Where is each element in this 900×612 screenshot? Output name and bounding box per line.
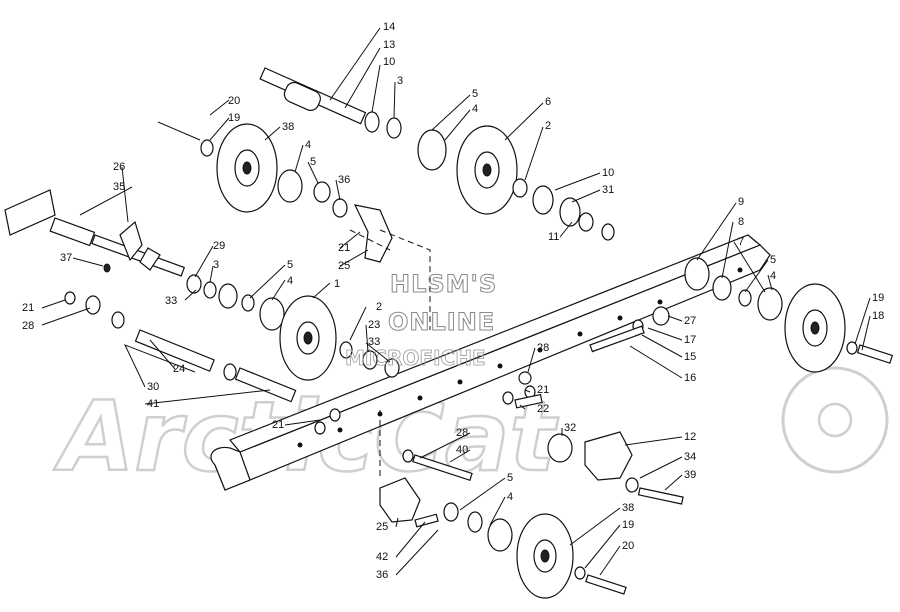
callout-label: 37 <box>60 252 72 264</box>
callout-label: 18 <box>872 310 884 322</box>
callout-label: 22 <box>537 403 549 415</box>
callout-label: 5 <box>287 259 293 271</box>
callout-label: 33 <box>368 336 380 348</box>
callout-label: 8 <box>738 216 744 228</box>
callout-label: 19 <box>872 292 884 304</box>
callout-label: 42 <box>376 551 388 563</box>
callout-label: 40 <box>456 444 468 456</box>
callout-label: 25 <box>376 521 388 533</box>
callout-label: 5 <box>310 156 316 168</box>
callout-label: 3 <box>213 259 219 271</box>
callout-label: 6 <box>545 96 551 108</box>
callout-label: 26 <box>113 161 125 173</box>
callout-label: 4 <box>287 275 293 287</box>
callout-label: 39 <box>684 469 696 481</box>
callout-label: 29 <box>213 240 225 252</box>
callout-label: 27 <box>684 315 696 327</box>
callout-label: 41 <box>147 398 159 410</box>
callout-label: 7 <box>738 236 744 248</box>
reference-lines <box>349 229 431 480</box>
callout-label: 2 <box>376 301 382 313</box>
callout-labels: 14 13 10 3 5 4 6 2 20 19 38 4 5 36 10 31… <box>22 21 884 581</box>
callout-label: 24 <box>173 363 185 375</box>
callout-label: 5 <box>770 254 776 266</box>
callout-label: 30 <box>147 381 159 393</box>
callout-label: 35 <box>113 181 125 193</box>
callout-label: 21 <box>537 384 549 396</box>
callout-label: 28 <box>456 427 468 439</box>
callout-label: 38 <box>622 502 634 514</box>
top-axle-assembly <box>259 67 615 241</box>
callout-label: 38 <box>282 121 294 133</box>
callout-label: 36 <box>376 569 388 581</box>
callout-label: 19 <box>622 519 634 531</box>
watermark-hub-icon <box>817 402 853 438</box>
callout-label: 10 <box>383 56 395 68</box>
callout-label: 21 <box>272 419 284 431</box>
callout-label: 32 <box>564 422 576 434</box>
arm-assembly <box>49 217 285 331</box>
callout-label: 20 <box>622 540 634 552</box>
watermark-line3: MICROFICHE <box>345 346 486 370</box>
left-middle-wheel <box>279 295 400 381</box>
callout-label: 33 <box>165 295 177 307</box>
right-middle-parts <box>589 306 670 353</box>
callout-label: 2 <box>545 120 551 132</box>
watermark-wheel-icon <box>781 366 889 474</box>
callout-label: 12 <box>684 431 696 443</box>
callout-label: 11 <box>548 231 559 243</box>
leader-lines <box>41 27 871 576</box>
callout-label: 17 <box>684 334 696 346</box>
callout-label: 15 <box>684 351 696 363</box>
right-upper-wheel <box>684 257 894 373</box>
callout-label: 4 <box>507 491 513 503</box>
callout-label: 19 <box>228 112 240 124</box>
callout-label: 23 <box>368 319 380 331</box>
callout-label: 4 <box>472 103 478 115</box>
callout-label: 4 <box>770 270 776 282</box>
callout-label: 14 <box>383 21 395 33</box>
callout-label: 36 <box>338 174 350 186</box>
callout-label: 21 <box>338 242 350 254</box>
callout-label: 9 <box>738 196 744 208</box>
left-upper-wheel <box>157 121 348 218</box>
callout-label: 13 <box>383 39 395 51</box>
callout-label: 4 <box>305 139 311 151</box>
callout-label: 28 <box>22 320 34 332</box>
callout-label: 20 <box>228 95 240 107</box>
callout-label: 28 <box>537 342 549 354</box>
callout-label: 21 <box>22 302 34 314</box>
callout-label: 16 <box>684 372 696 384</box>
watermark-line1: HLSM'S <box>390 270 497 298</box>
callout-label: 5 <box>472 88 478 100</box>
slide-rail <box>210 234 771 491</box>
callout-label: 5 <box>507 472 513 484</box>
callout-label: 31 <box>602 184 614 196</box>
callout-label: 34 <box>684 451 696 463</box>
callout-label: 10 <box>602 167 614 179</box>
watermark-line2: ONLINE <box>388 308 495 336</box>
upper-bracket <box>353 204 393 263</box>
callout-label: 1 <box>334 278 340 290</box>
lower-bracket <box>314 371 684 505</box>
bottom-wheel-assembly <box>379 477 627 599</box>
callout-label: 3 <box>397 75 403 87</box>
callout-label: 25 <box>338 260 350 272</box>
track-fragment <box>4 189 56 236</box>
